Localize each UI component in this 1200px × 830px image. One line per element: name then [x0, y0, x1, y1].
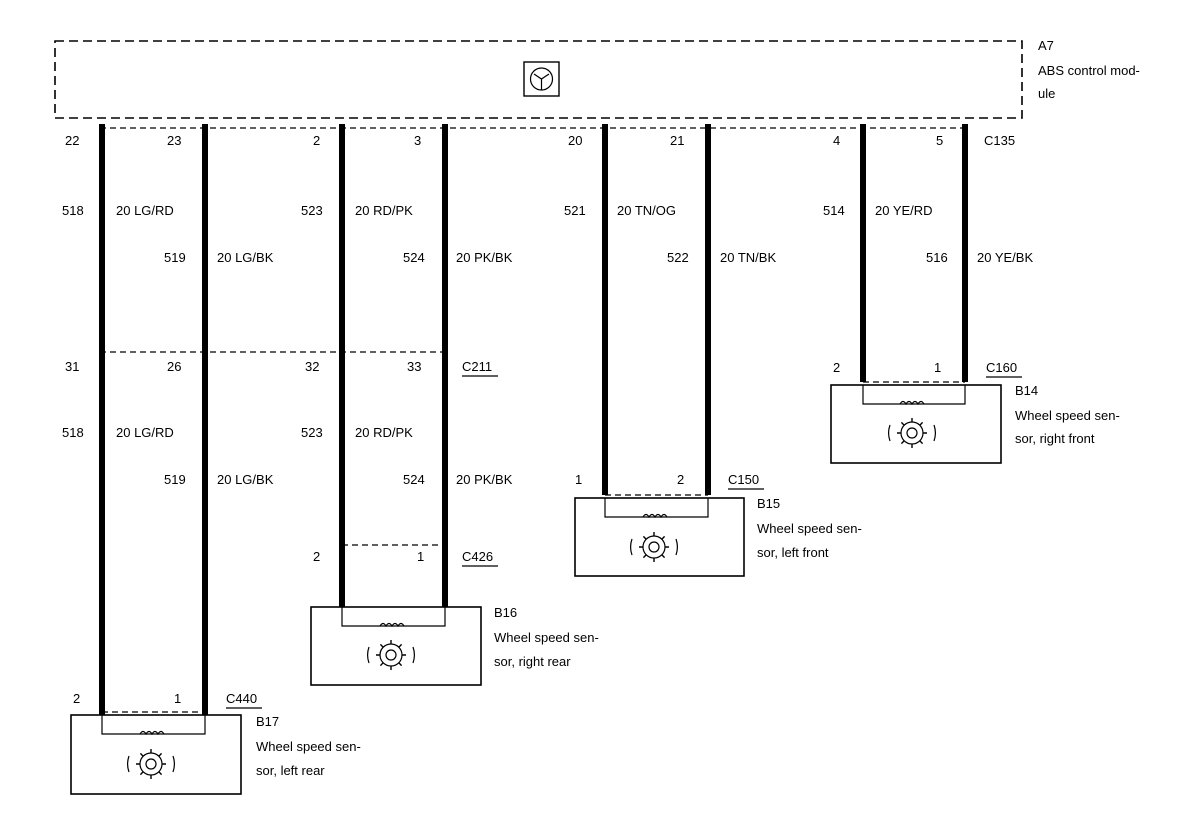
c150-label: C150	[728, 472, 759, 487]
color-pk-bk-upper: 20 PK/BK	[456, 250, 513, 265]
circuit-518-upper: 518	[62, 203, 84, 218]
pin-33: 33	[407, 359, 421, 374]
pin-5: 5	[936, 133, 943, 148]
connector-c211: C211	[100, 351, 498, 377]
sensor-b17: 2 1 C440 B17 Wheel speed sen- sor, left …	[70, 691, 361, 795]
b15-pin-1: 1	[575, 472, 582, 487]
b17-name-line1: Wheel speed sen-	[256, 739, 361, 754]
module-name-line1: ABS control mod-	[1038, 63, 1140, 78]
b17-name-line2: sor, left rear	[256, 763, 325, 778]
pin-31: 31	[65, 359, 79, 374]
b15-lead	[604, 498, 709, 518]
circuit-516: 516	[926, 250, 948, 265]
circuit-518-lower: 518	[62, 425, 84, 440]
pin-23: 23	[167, 133, 181, 148]
module-outline	[54, 40, 1023, 119]
sensor-b16: 2 1 C426 B16 Wheel speed sen- sor, right…	[310, 544, 599, 686]
circuit-519-lower: 519	[164, 472, 186, 487]
c426-label: C426	[462, 549, 493, 564]
b16-box	[310, 606, 482, 686]
b15-pin-2: 2	[677, 472, 684, 487]
circuit-523-lower: 523	[301, 425, 323, 440]
b17-id: B17	[256, 714, 279, 729]
c160-label: C160	[986, 360, 1017, 375]
module-ground-icon	[523, 61, 560, 97]
sensor-b14: 2 1 C160 B14 Wheel speed sen- sor, right…	[830, 360, 1120, 464]
b16-lead	[341, 607, 446, 627]
b14-name-line2: sor, right front	[1015, 431, 1095, 446]
c211-label: C211	[462, 359, 492, 374]
pin-3: 3	[414, 133, 421, 148]
color-rd-pk-upper: 20 RD/PK	[355, 203, 413, 218]
color-lg-rd-upper: 20 LG/RD	[116, 203, 174, 218]
b16-pin-1: 1	[417, 549, 424, 564]
b14-pin-2: 2	[833, 360, 840, 375]
pin-32: 32	[305, 359, 319, 374]
b15-name-line2: sor, left front	[757, 545, 829, 560]
c135-label: C135	[984, 133, 1015, 148]
color-tn-bk: 20 TN/BK	[720, 250, 776, 265]
color-lg-rd-lower: 20 LG/RD	[116, 425, 174, 440]
color-tn-og: 20 TN/OG	[617, 203, 676, 218]
b14-lead	[862, 385, 966, 405]
pin-26: 26	[167, 359, 181, 374]
sensor-b15: 1 2 C150 B15 Wheel speed sen- sor, left …	[574, 472, 862, 577]
b14-pin-1: 1	[934, 360, 941, 375]
b17-pin-1: 1	[174, 691, 181, 706]
b14-box	[830, 384, 1002, 464]
b16-pin-2: 2	[313, 549, 320, 564]
pin-4: 4	[833, 133, 840, 148]
b16-id: B16	[494, 605, 517, 620]
pin-20: 20	[568, 133, 582, 148]
c440-label: C440	[226, 691, 257, 706]
abs-control-module: A7 ABS control mod- ule	[54, 38, 1140, 119]
module-name-line2: ule	[1038, 86, 1055, 101]
b15-name-line1: Wheel speed sen-	[757, 521, 862, 536]
b14-id: B14	[1015, 383, 1038, 398]
color-pk-bk-lower: 20 PK/BK	[456, 472, 513, 487]
b16-name-line1: Wheel speed sen-	[494, 630, 599, 645]
pin-22: 22	[65, 133, 79, 148]
circuit-521: 521	[564, 203, 586, 218]
color-ye-bk: 20 YE/BK	[977, 250, 1033, 265]
color-ye-rd: 20 YE/RD	[875, 203, 933, 218]
b14-name-line1: Wheel speed sen-	[1015, 408, 1120, 423]
b15-id: B15	[757, 496, 780, 511]
circuit-523-upper: 523	[301, 203, 323, 218]
color-rd-pk-lower: 20 RD/PK	[355, 425, 413, 440]
circuit-522: 522	[667, 250, 689, 265]
pin-21: 21	[670, 133, 684, 148]
b17-pin-2: 2	[73, 691, 80, 706]
pin-2: 2	[313, 133, 320, 148]
circuit-514: 514	[823, 203, 845, 218]
module-id: A7	[1038, 38, 1054, 53]
color-lg-bk-lower: 20 LG/BK	[217, 472, 274, 487]
connector-c135: C135	[100, 127, 1015, 148]
circuit-524-lower: 524	[403, 472, 425, 487]
b16-name-line2: sor, right rear	[494, 654, 571, 669]
circuit-519-upper: 519	[164, 250, 186, 265]
circuit-524-upper: 524	[403, 250, 425, 265]
color-lg-bk-upper: 20 LG/BK	[217, 250, 274, 265]
b17-lead	[101, 715, 206, 735]
